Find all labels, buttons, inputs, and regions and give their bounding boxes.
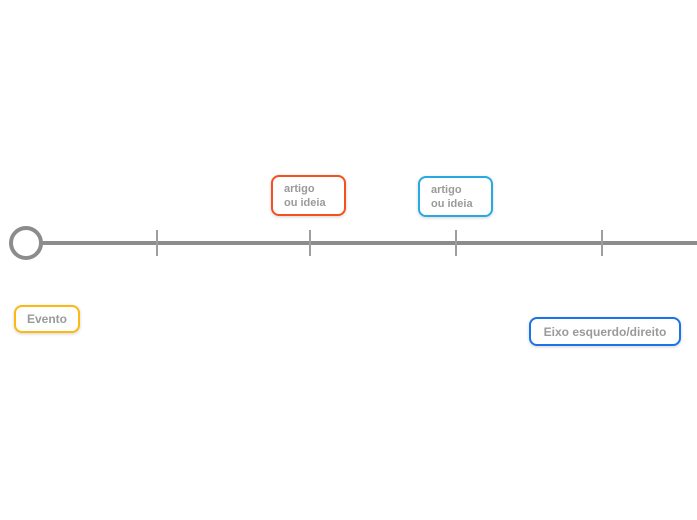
timeline-tick (601, 230, 603, 256)
timeline-axis-line (39, 241, 697, 245)
node-evento[interactable]: Evento (14, 305, 80, 333)
node-article-orange[interactable]: artigo ou ideia (271, 175, 346, 216)
timeline-tick (156, 230, 158, 256)
timeline-tick (455, 230, 457, 256)
node-article-blue[interactable]: artigo ou ideia (418, 176, 493, 217)
node-eixo-esquerdo-direito[interactable]: Eixo esquerdo/direito (529, 317, 681, 346)
timeline-origin-circle-icon[interactable] (9, 226, 43, 260)
node-evento-label: Evento (26, 312, 67, 326)
node-article-orange-label: artigo ou ideia (284, 182, 326, 209)
node-article-blue-label: artigo ou ideia (431, 183, 473, 210)
timeline-tick (309, 230, 311, 256)
node-eixo-esquerdo-direito-label: Eixo esquerdo/direito (543, 324, 667, 339)
